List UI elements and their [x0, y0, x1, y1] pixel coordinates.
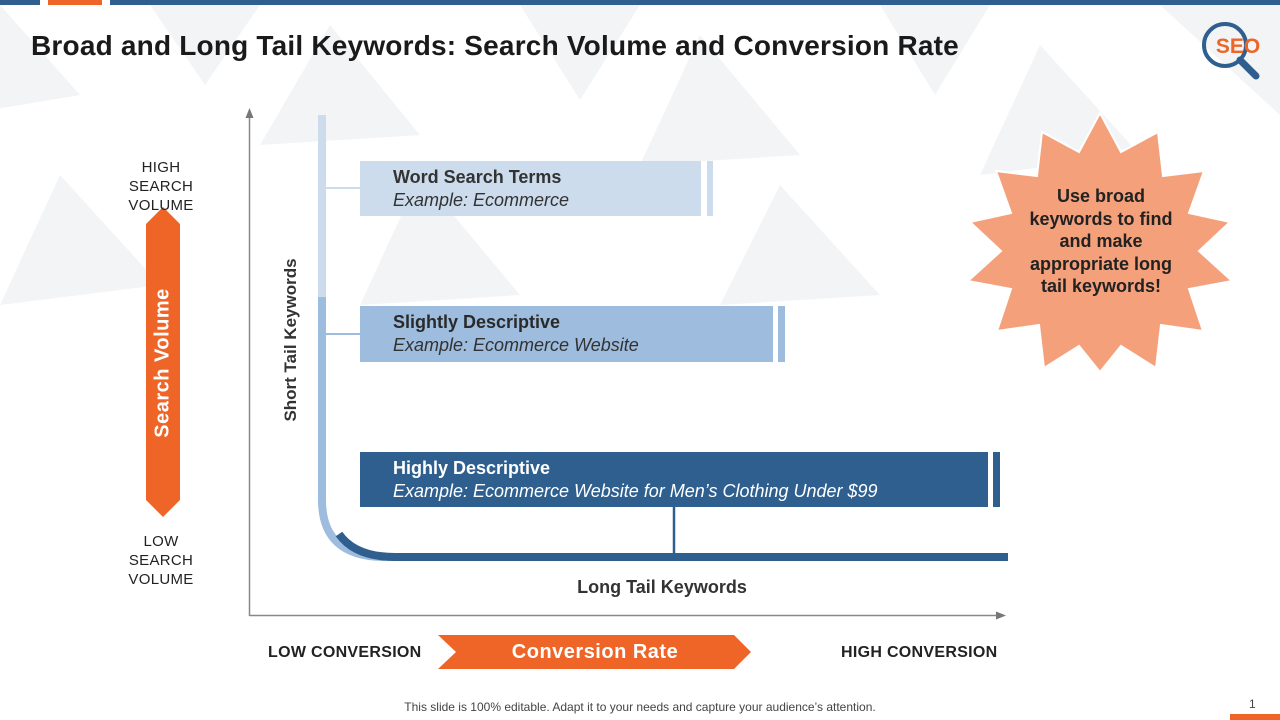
callout-starburst — [965, 110, 1235, 374]
background-pattern — [0, 5, 1280, 305]
box1-end-tab — [707, 161, 713, 216]
keyword-box-example: Example: Ecommerce Website — [393, 335, 639, 355]
keyword-box-title: Word Search Terms — [393, 167, 562, 187]
keyword-box-word-search-terms: Word Search Terms Example: Ecommerce — [360, 161, 701, 216]
seo-logo-text: SEO — [1216, 35, 1260, 58]
high-search-volume-line2: SEARCH VOLUME — [128, 178, 194, 214]
curve-segment-light — [318, 115, 326, 297]
footer-note: This slide is 100% editable. Adapt it to… — [404, 700, 876, 714]
low-search-volume-line1: LOW — [143, 533, 179, 550]
high-search-volume-line1: HIGH — [141, 159, 181, 176]
low-search-volume-label: LOW SEARCH VOLUME — [95, 532, 227, 589]
page-number: 1 — [1249, 697, 1256, 711]
search-volume-arrow — [146, 207, 180, 517]
low-conversion-label: LOW CONVERSION — [268, 644, 422, 661]
slide-title: Broad and Long Tail Keywords: Search Vol… — [31, 30, 959, 61]
keyword-box-title: Highly Descriptive — [393, 458, 551, 478]
top-accent-gap — [102, 0, 110, 5]
keyword-box-example: Example: Ecommerce — [393, 190, 570, 210]
magnifier-icon: SEO — [1202, 22, 1260, 80]
box2-end-tab — [778, 306, 785, 362]
box3-end-tab — [993, 452, 1000, 507]
top-accent-orange — [48, 0, 102, 5]
search-volume-arrow-label: Search Volume — [151, 288, 174, 438]
page-number-bar — [1230, 714, 1280, 720]
keyword-box-example: Example: Ecommerce Website for Men’s Clo… — [393, 481, 878, 501]
seo-logo: SEO — [1198, 18, 1270, 82]
curve-segment-mid — [318, 297, 326, 425]
low-search-volume-line2: SEARCH VOLUME — [128, 552, 194, 588]
keyword-box-slightly-descriptive: Slightly Descriptive Example: Ecommerce … — [360, 306, 773, 362]
long-tail-keywords-label: Long Tail Keywords — [577, 577, 747, 597]
high-search-volume-label: HIGH SEARCH VOLUME — [95, 158, 227, 215]
conversion-rate-arrow-label: Conversion Rate — [511, 641, 679, 663]
high-conversion-label: HIGH CONVERSION — [841, 644, 998, 661]
callout-text: Use broad keywords to find and make appr… — [1029, 185, 1173, 296]
conversion-rate-arrow — [438, 635, 751, 669]
keyword-box-highly-descriptive: Highly Descriptive Example: Ecommerce We… — [360, 452, 988, 507]
top-accent-gap — [40, 0, 48, 5]
x-axis-arrowhead — [996, 611, 1006, 620]
top-accent-bar — [0, 0, 1280, 5]
short-tail-keywords-label: Short Tail Keywords — [281, 258, 300, 422]
top-accent-segment — [0, 0, 40, 5]
y-axis-arrowhead — [245, 108, 254, 118]
curve-segment-navy — [335, 531, 1008, 561]
keyword-box-title: Slightly Descriptive — [393, 312, 561, 332]
